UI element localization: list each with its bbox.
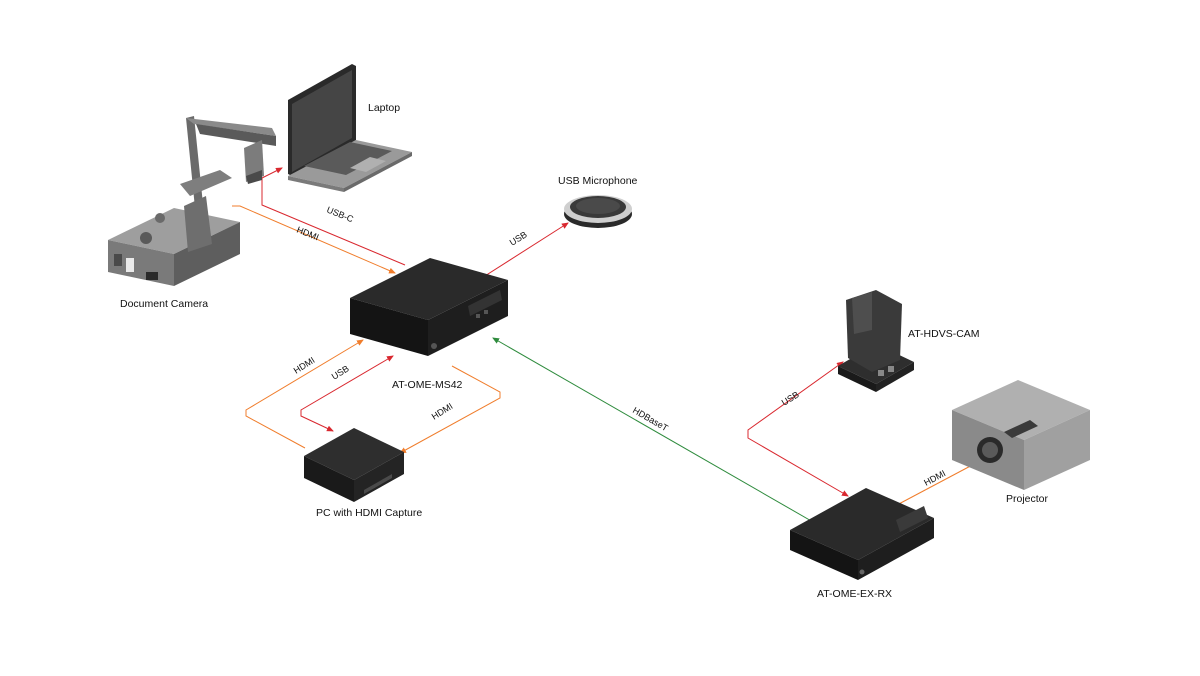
laptop-label: Laptop: [368, 102, 400, 114]
usb-line-pc: [300, 355, 394, 432]
projector-label: Projector: [1006, 493, 1049, 505]
pc-hdmi-out-label: HDMI: [430, 401, 455, 422]
laptop-usbc-label: USB-C: [325, 205, 355, 225]
mic-usb-label: USB: [508, 229, 529, 247]
hdmi-line-pc-in: [245, 339, 364, 449]
hdbaset-line: [492, 337, 821, 527]
hdbaset-label: HDBaseT: [631, 405, 670, 433]
usb-line-cam: [747, 361, 849, 497]
hdmi-line-projector: [894, 461, 979, 507]
pc-device: [304, 428, 404, 502]
usb-microphone-label: USB Microphone: [558, 175, 638, 187]
receiver-device: [790, 488, 934, 580]
camera-label: AT-HDVS-CAM: [908, 328, 980, 340]
laptop-device: [288, 64, 412, 192]
projector-device: [952, 380, 1090, 490]
pc-hdmi-in-label: HDMI: [292, 355, 317, 376]
usb-line-mic: [476, 222, 569, 282]
switcher-label: AT-OME-MS42: [392, 379, 463, 391]
usb-microphone-device: [564, 195, 632, 228]
pc-capture-label: PC with HDMI Capture: [316, 507, 422, 519]
doccam-hdmi-label: HDMI: [295, 225, 320, 243]
document-camera-label: Document Camera: [120, 298, 208, 310]
pc-usb-label: USB: [330, 363, 351, 381]
receiver-label: AT-OME-EX-RX: [817, 588, 892, 600]
document-camera-device: [108, 116, 276, 286]
hdmi-line-doccam: [232, 205, 396, 274]
ptz-camera-device: [838, 290, 914, 392]
cam-usb-label: USB: [780, 389, 801, 407]
usbc-line-laptop: [261, 168, 406, 266]
switcher-device: [350, 258, 508, 356]
connection-lines: [232, 168, 979, 527]
